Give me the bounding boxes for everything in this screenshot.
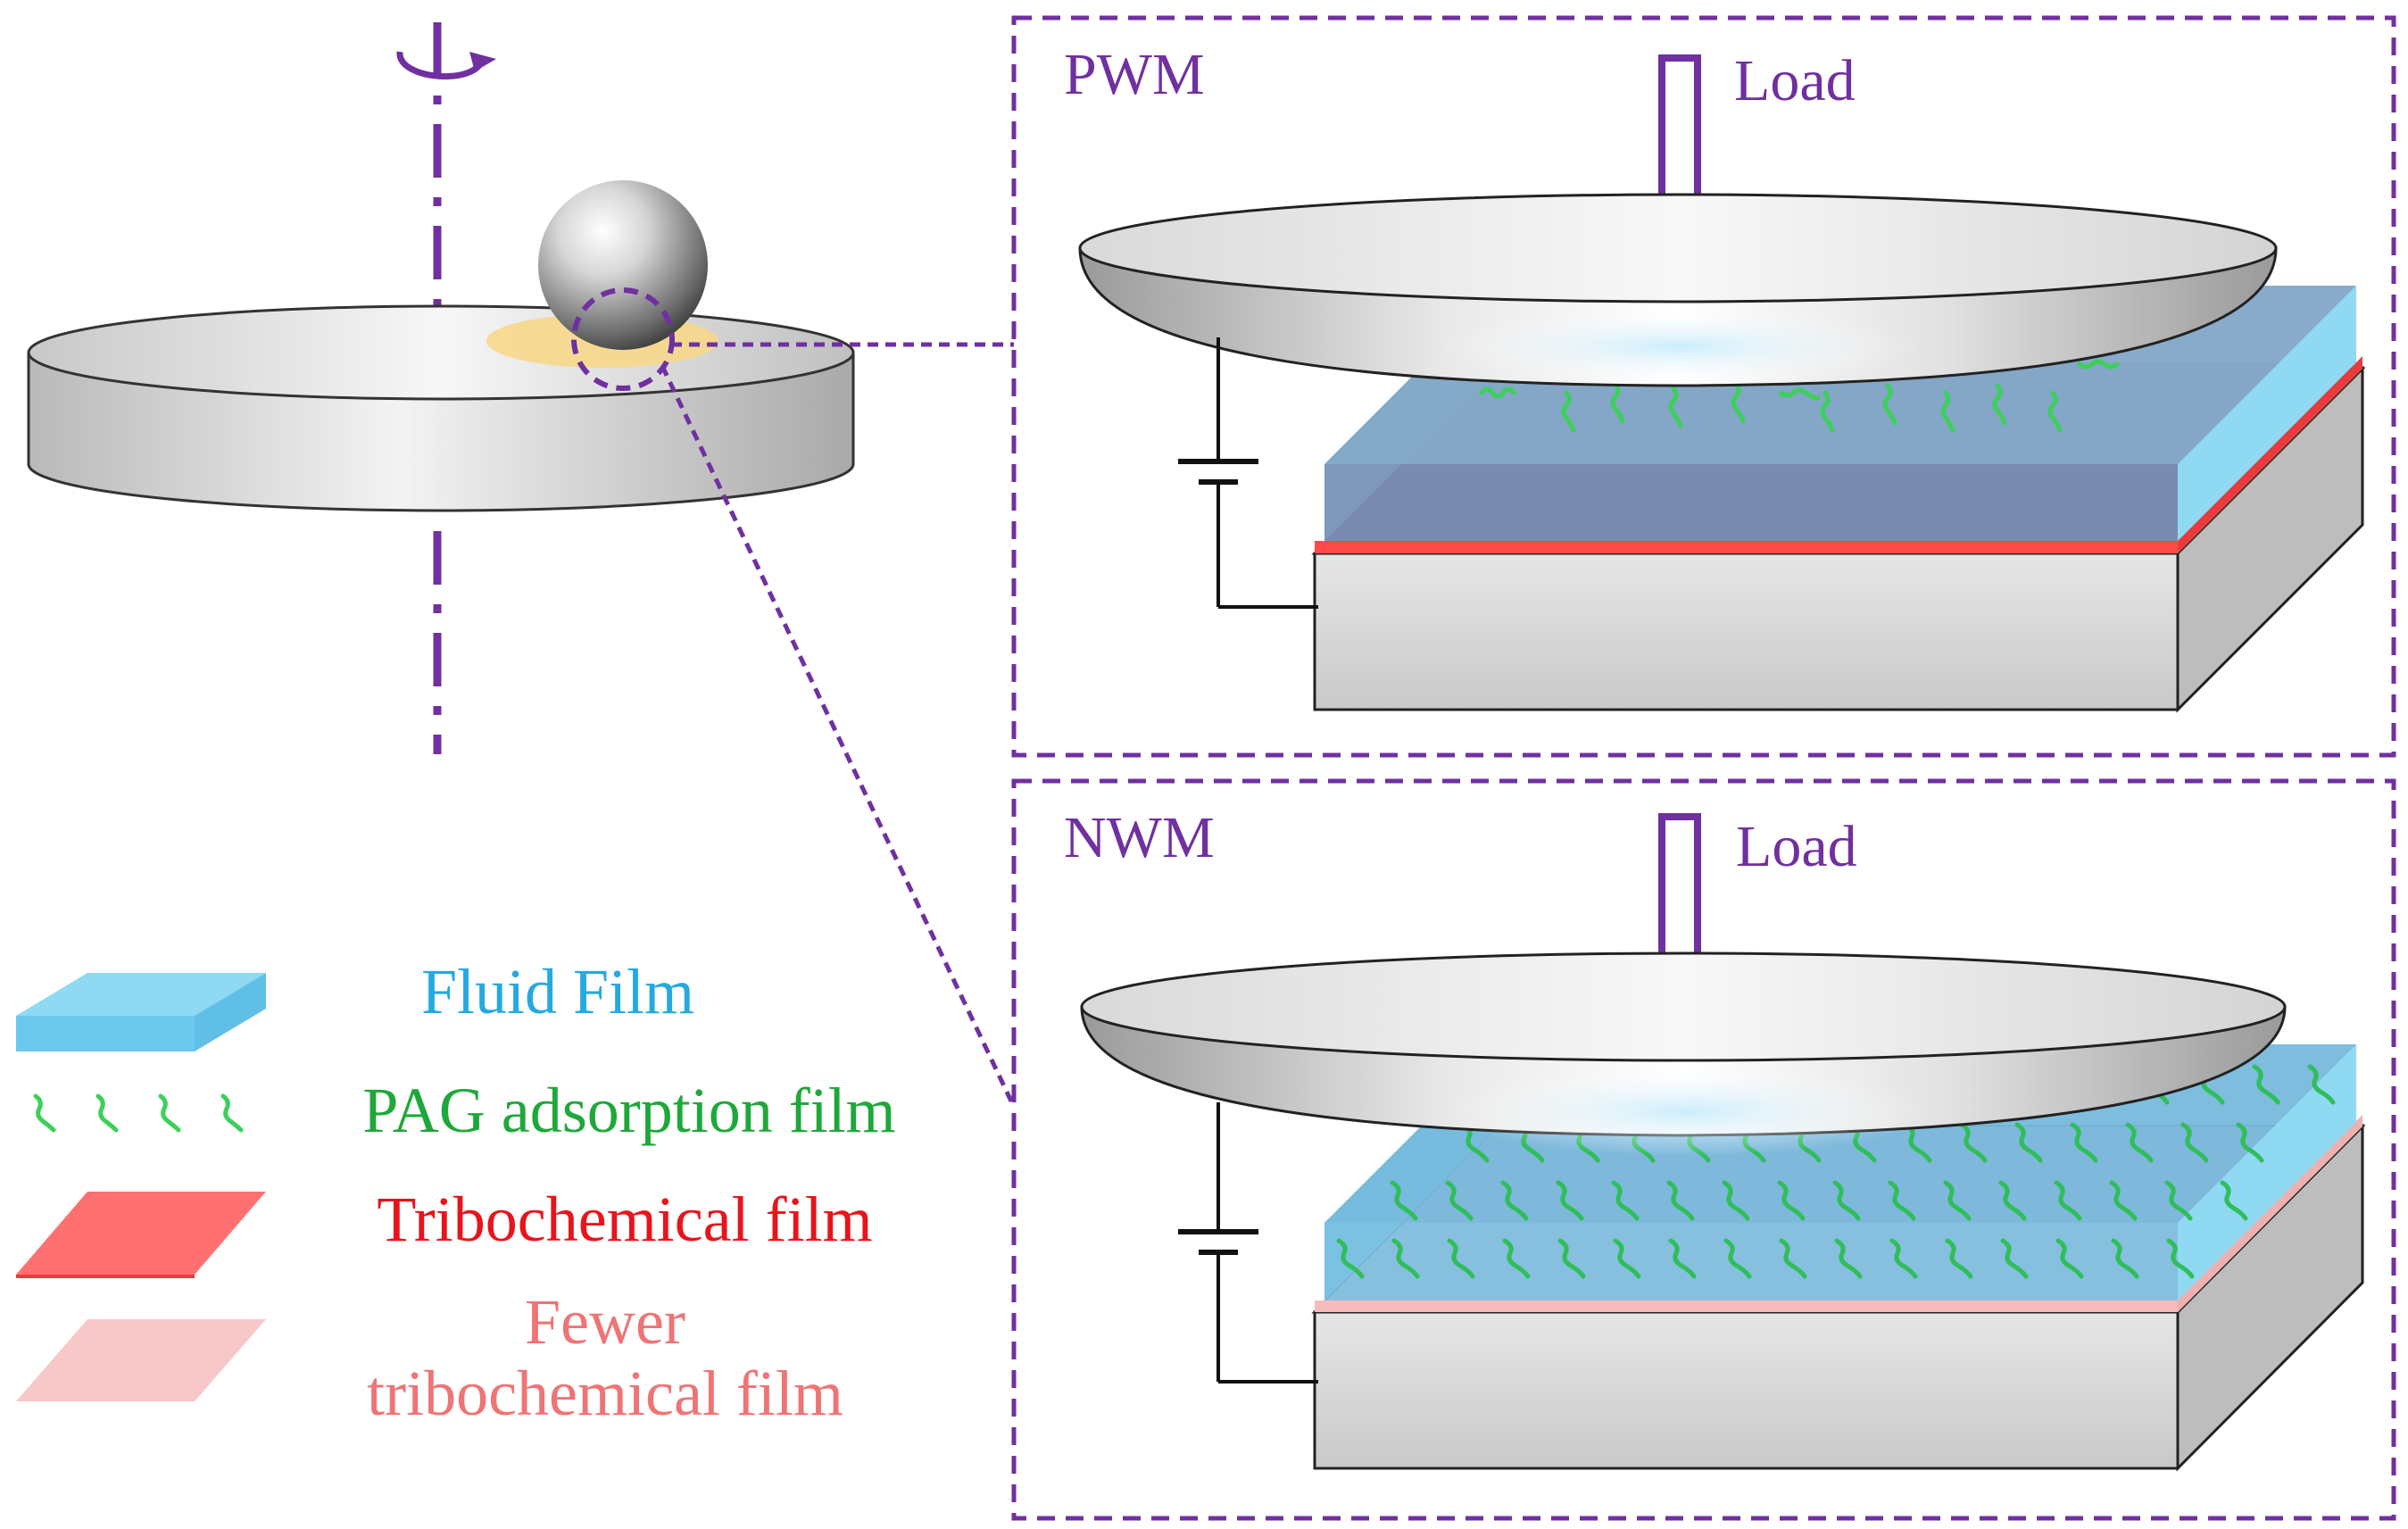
- legend-label: Fewer: [525, 1286, 685, 1358]
- pag-molecule: [1445, 1180, 1474, 1221]
- pag-molecule: [1502, 1238, 1531, 1279]
- pag-molecule: [2164, 1180, 2193, 1221]
- pag-molecule: [1556, 1180, 1584, 1221]
- pag-molecule: [1998, 1180, 2027, 1221]
- pag-molecule: [2220, 1180, 2248, 1221]
- pag-molecule: [2070, 1122, 2098, 1163]
- zoom-connectors: [660, 342, 1017, 1109]
- pag-molecule: [1832, 1180, 1861, 1221]
- panel-pwm: PWM Load: [1011, 15, 2396, 758]
- pag-molecule: [1722, 1180, 1750, 1221]
- pag-molecule: [2236, 1122, 2264, 1163]
- pag-molecule: [2180, 1122, 2209, 1163]
- load-label: Load: [1734, 48, 1856, 113]
- magnify-circle: [571, 287, 675, 391]
- disk: [27, 304, 855, 512]
- legend-label: Tribochemical film: [377, 1184, 872, 1255]
- pag-molecule: [2000, 1238, 2029, 1279]
- pag-molecule: [2111, 1238, 2139, 1279]
- pag-molecule: [1834, 1238, 1863, 1279]
- legend-label: PAG adsorption film: [362, 1075, 895, 1146]
- pag-molecule: [1336, 1238, 1365, 1279]
- pag-molecule: [1888, 1180, 1916, 1221]
- legend-item-fluid-film: Fluid Film: [16, 956, 694, 1051]
- panel-label: NWM: [1064, 805, 1215, 870]
- pag-molecule: [1500, 1180, 1529, 1221]
- pag-molecule: [1390, 1180, 1418, 1221]
- pag-molecule: [2125, 1122, 2154, 1163]
- upper-specimen: [1078, 193, 2278, 387]
- legend-item-pag: PAG adsorption film: [33, 1075, 896, 1146]
- pag-molecule: [1779, 1238, 1807, 1279]
- battery-symbol-icon: [1178, 337, 1318, 609]
- pag-molecule: [1904, 1122, 1932, 1163]
- panel-label: PWM: [1064, 42, 1205, 107]
- pag-molecules: [1479, 359, 2120, 433]
- panel-nwm: NWM Load: [1011, 778, 2396, 1521]
- pag-molecule: [1613, 1238, 1641, 1279]
- pag-molecule: [2166, 1238, 2195, 1279]
- battery-symbol-icon: [1178, 1102, 1318, 1384]
- pag-molecule: [1889, 1238, 1918, 1279]
- steel-ball: [538, 180, 708, 350]
- legend: Fluid Film PAG adsorption film Tribochem…: [16, 956, 896, 1429]
- load-label: Load: [1736, 814, 1857, 879]
- legend-label: Fluid Film: [421, 956, 694, 1027]
- pag-molecule: [1943, 1180, 1972, 1221]
- pag-molecule: [1723, 1238, 1752, 1279]
- pag-molecule: [1945, 1238, 1973, 1279]
- pag-molecule: [1777, 1180, 1806, 1221]
- pag-molecule: [1391, 1238, 1420, 1279]
- pag-molecule: [2055, 1238, 2084, 1279]
- pag-molecule: [2014, 1122, 2043, 1163]
- rotation-arrow-icon: [396, 51, 496, 80]
- legend-label: tribochemical film: [367, 1358, 843, 1429]
- pag-molecule: [2307, 1064, 2336, 1105]
- pag-molecule: [1666, 1180, 1695, 1221]
- legend-item-tribochemical-film: Tribochemical film: [16, 1184, 873, 1278]
- upper-specimen: [1080, 951, 2287, 1156]
- pag-molecule: [2054, 1180, 2082, 1221]
- pag-molecule: [1668, 1238, 1697, 1279]
- pag-molecule: [1611, 1180, 1640, 1221]
- legend-item-fewer-tribochemical-film: Fewer tribochemical film: [16, 1286, 843, 1429]
- pag-molecule: [2252, 1064, 2280, 1105]
- pag-molecule: [1959, 1122, 1988, 1163]
- pag-molecule: [2109, 1180, 2138, 1221]
- pag-molecule: [1557, 1238, 1586, 1279]
- pag-molecule: [1447, 1238, 1475, 1279]
